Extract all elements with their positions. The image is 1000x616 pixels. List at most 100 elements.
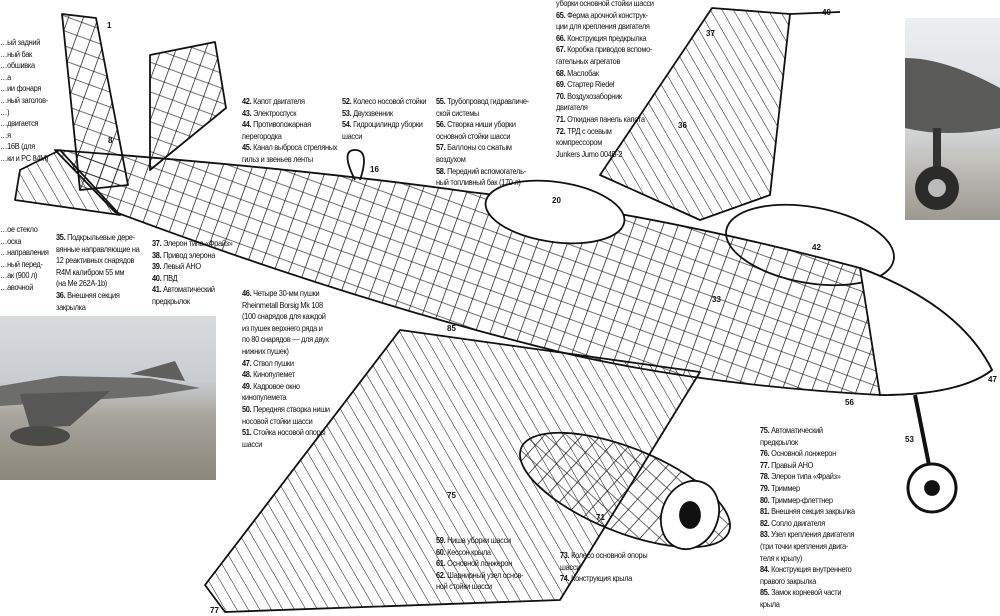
legend-item-number: 73. bbox=[560, 550, 570, 560]
legend-item: кинопулемета bbox=[242, 392, 330, 404]
legend-item-text: ТРД с осевым bbox=[567, 125, 612, 136]
legend-item-text: шасси bbox=[342, 130, 363, 141]
legend-item-text: Автоматический bbox=[771, 425, 823, 435]
legend-item-number: 72. bbox=[556, 125, 566, 136]
legend-item-text: Ферма арочной конструк- bbox=[567, 9, 648, 20]
legend-item-text: шасси bbox=[560, 561, 581, 572]
legend-line: …обшивка bbox=[0, 60, 35, 71]
legend-item-text: (100 снарядов для каждой bbox=[242, 311, 326, 322]
legend-item: 56. Створка ниши уборки bbox=[436, 119, 529, 131]
legend-items-35-36: 35. Подкрыльевые дере-вянные направляющи… bbox=[56, 232, 140, 313]
legend-item-number: 66. bbox=[556, 32, 566, 43]
legend-item-number: 51. bbox=[242, 427, 252, 438]
legend-item: 52. Колесо носовой стойки bbox=[342, 96, 427, 108]
legend-item: 67. Коробка приводов вспомо- bbox=[556, 44, 654, 56]
legend-item-text: закрылка bbox=[56, 301, 86, 312]
legend-line: …направления bbox=[0, 247, 49, 258]
legend-item-text: Основной лонжерон bbox=[771, 448, 836, 459]
legend-item: 49. Кадровое окно bbox=[242, 381, 330, 393]
legend-line: …оска bbox=[0, 235, 22, 246]
legend-line: …авочной bbox=[0, 281, 34, 292]
legend-item-text: Сопло двигателя bbox=[771, 517, 825, 528]
legend-item-number: 62. bbox=[436, 569, 446, 580]
legend-item-text: Привод элерона bbox=[163, 249, 216, 260]
legend-item-text: Подкрыльевые дере- bbox=[67, 232, 135, 242]
callout-8: 8 bbox=[108, 136, 113, 145]
legend-item-number: 54. bbox=[342, 119, 352, 130]
legend-item: 36. Внешняя секция bbox=[56, 290, 139, 302]
legend-item-text: (на Me 262A-1b) bbox=[56, 278, 107, 289]
legend-line: …а bbox=[0, 71, 11, 82]
legend-item: перегородка bbox=[242, 131, 337, 143]
legend-line: …ный заголов- bbox=[0, 94, 48, 105]
engine-intake-hub bbox=[679, 501, 701, 529]
legend-item-text: гильз и звеньев ленты bbox=[242, 153, 313, 164]
legend-item: шасси bbox=[342, 131, 426, 143]
legend-item-number: 48. bbox=[242, 369, 252, 380]
legend-item-text: ный топливный бак (170 л) bbox=[436, 177, 521, 188]
legend-line: …16В (для bbox=[0, 141, 35, 152]
legend-item: Junkers Jumo 004B-2 bbox=[556, 149, 654, 161]
legend-item-number: 74. bbox=[560, 573, 570, 584]
legend-item: 50. Передняя створка ниши bbox=[242, 404, 330, 416]
legend-item: 51. Стойка носовой опоры bbox=[242, 427, 330, 439]
legend-item-number: 49. bbox=[242, 380, 252, 391]
legend-item-text: теля к крылу) bbox=[760, 552, 803, 563]
legend-item-number: 77. bbox=[760, 459, 770, 470]
legend-item: 78. Элерон типа «Фрайз» bbox=[760, 471, 855, 483]
legend-item-text: ской системы bbox=[436, 107, 480, 118]
callout-40: 40 bbox=[822, 8, 831, 17]
legend-item-text: Конструкция предкрылка bbox=[567, 32, 647, 43]
legend-item: 38. Привод элерона bbox=[152, 250, 233, 262]
legend-item: шасси bbox=[560, 562, 647, 574]
callout-33: 33 bbox=[712, 295, 721, 304]
legend-item: 12 реактивных снарядов bbox=[56, 255, 139, 267]
legend-item: 42. Капот двигателя bbox=[242, 96, 337, 108]
legend-item-number: 61. bbox=[436, 558, 446, 569]
legend-item-text: Колесо носовой стойки bbox=[353, 96, 427, 106]
legend-item: 71. Откидная панель капота bbox=[556, 114, 654, 126]
legend-item-text: воздухом bbox=[436, 153, 466, 164]
legend-item-text: нижних пушек) bbox=[242, 345, 289, 356]
legend-item: 59. Ниша уборки шасси bbox=[436, 535, 523, 547]
legend-item: 44. Противопожарная bbox=[242, 119, 337, 131]
legend-item-text: уборки основной стойки шасси bbox=[556, 0, 654, 8]
legend-item: 68. Маслобак bbox=[556, 68, 654, 80]
legend-item-text: Капот двигателя bbox=[253, 96, 305, 106]
far-wing bbox=[599, 7, 791, 221]
legend-item-text: Основной лонжерон bbox=[447, 558, 512, 569]
legend-item: ный топливный бак (170 л) bbox=[436, 177, 529, 189]
legend-item-text: Двухзвенник bbox=[353, 107, 393, 118]
legend-item-text: Кадровое окно bbox=[253, 380, 300, 391]
legend-items-37-41: 37. Элерон типа «Фрайз»38. Привод элерон… bbox=[152, 238, 233, 308]
legend-item-text: Створка ниши уборки bbox=[447, 119, 516, 130]
callout-42: 42 bbox=[812, 243, 821, 252]
legend-item: (на Me 262A-1b) bbox=[56, 278, 139, 290]
legend-item-text: Внешняя секция закрылка bbox=[771, 506, 855, 517]
legend-item-number: 38. bbox=[152, 249, 162, 260]
legend-item-number: 46. bbox=[242, 288, 252, 298]
legend-item-number: 40. bbox=[152, 272, 162, 283]
legend-item-number: 59. bbox=[436, 535, 446, 545]
legend-item-text: Стойка носовой опоры bbox=[253, 427, 326, 438]
legend-item-number: 69. bbox=[556, 79, 566, 90]
legend-item-number: 52. bbox=[342, 96, 352, 106]
legend-item-text: R4M калибром 55 мм bbox=[56, 266, 125, 277]
legend-item-text: крыла bbox=[760, 598, 780, 609]
legend-item-text: Ниша уборки шасси bbox=[447, 535, 511, 545]
legend-item-text: компрессором bbox=[556, 137, 603, 148]
legend-item-number: 56. bbox=[436, 119, 446, 130]
legend-item-text: Узел крепления двигателя bbox=[771, 529, 855, 540]
legend-item-text: правого закрылка bbox=[760, 575, 817, 586]
legend-item-text: Коробка приводов вспомо- bbox=[567, 44, 653, 55]
legend-item: компрессором bbox=[556, 137, 654, 149]
legend-item-number: 70. bbox=[556, 90, 566, 101]
legend-item-text: Кинопулемет bbox=[253, 369, 295, 380]
legend-item: 60. Кессон крыла bbox=[436, 547, 523, 559]
photo-aircraft-nose-gear bbox=[905, 18, 1000, 220]
